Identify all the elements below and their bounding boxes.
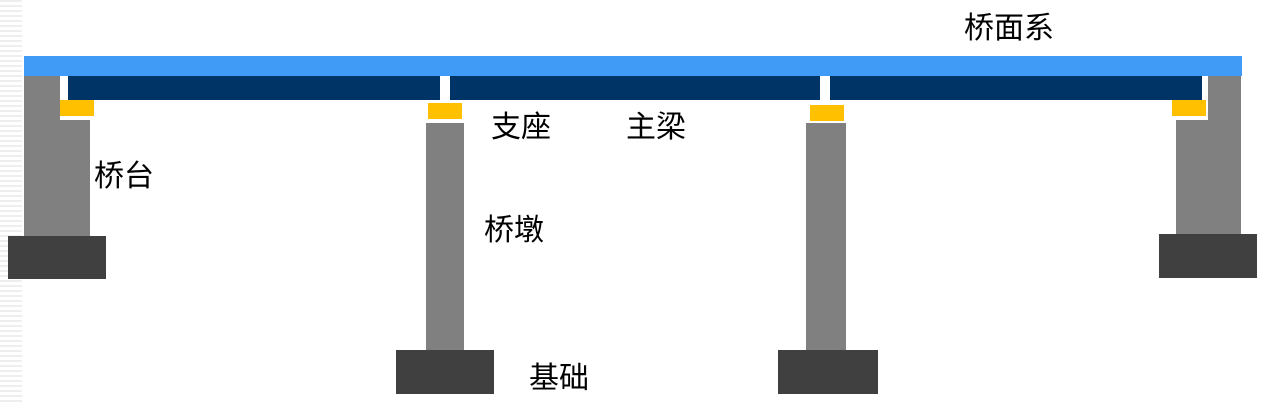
label-foundation: 基础 xyxy=(529,361,589,396)
right-abutment-wall xyxy=(1208,76,1241,234)
pier-1-foundation xyxy=(396,350,494,394)
main-girder-span-3 xyxy=(830,76,1202,100)
label-main-girder: 主梁 xyxy=(626,110,686,145)
left-abutment-seat xyxy=(60,120,90,236)
bearing-pier-1 xyxy=(428,103,462,119)
left-abutment-wall xyxy=(24,76,60,236)
label-abutment: 桥台 xyxy=(94,159,154,194)
left-abutment-foundation xyxy=(8,236,106,279)
right-abutment-seat xyxy=(1176,120,1208,234)
bearing-pier-2 xyxy=(810,105,844,121)
main-girder-span-2 xyxy=(450,76,820,100)
bearing-right-abutment xyxy=(1172,100,1206,116)
right-abutment-foundation xyxy=(1159,234,1257,278)
bridge-deck xyxy=(24,56,1242,76)
bearing-left-abutment xyxy=(60,100,94,116)
label-pier: 桥墩 xyxy=(484,213,544,248)
main-girder-span-1 xyxy=(68,76,440,100)
pier-2-foundation xyxy=(778,350,878,394)
label-deck-system: 桥面系 xyxy=(964,11,1054,46)
pier-2 xyxy=(806,123,846,351)
label-bearing: 支座 xyxy=(491,110,551,145)
decorative-stripes xyxy=(0,0,22,404)
pier-1 xyxy=(426,123,464,351)
